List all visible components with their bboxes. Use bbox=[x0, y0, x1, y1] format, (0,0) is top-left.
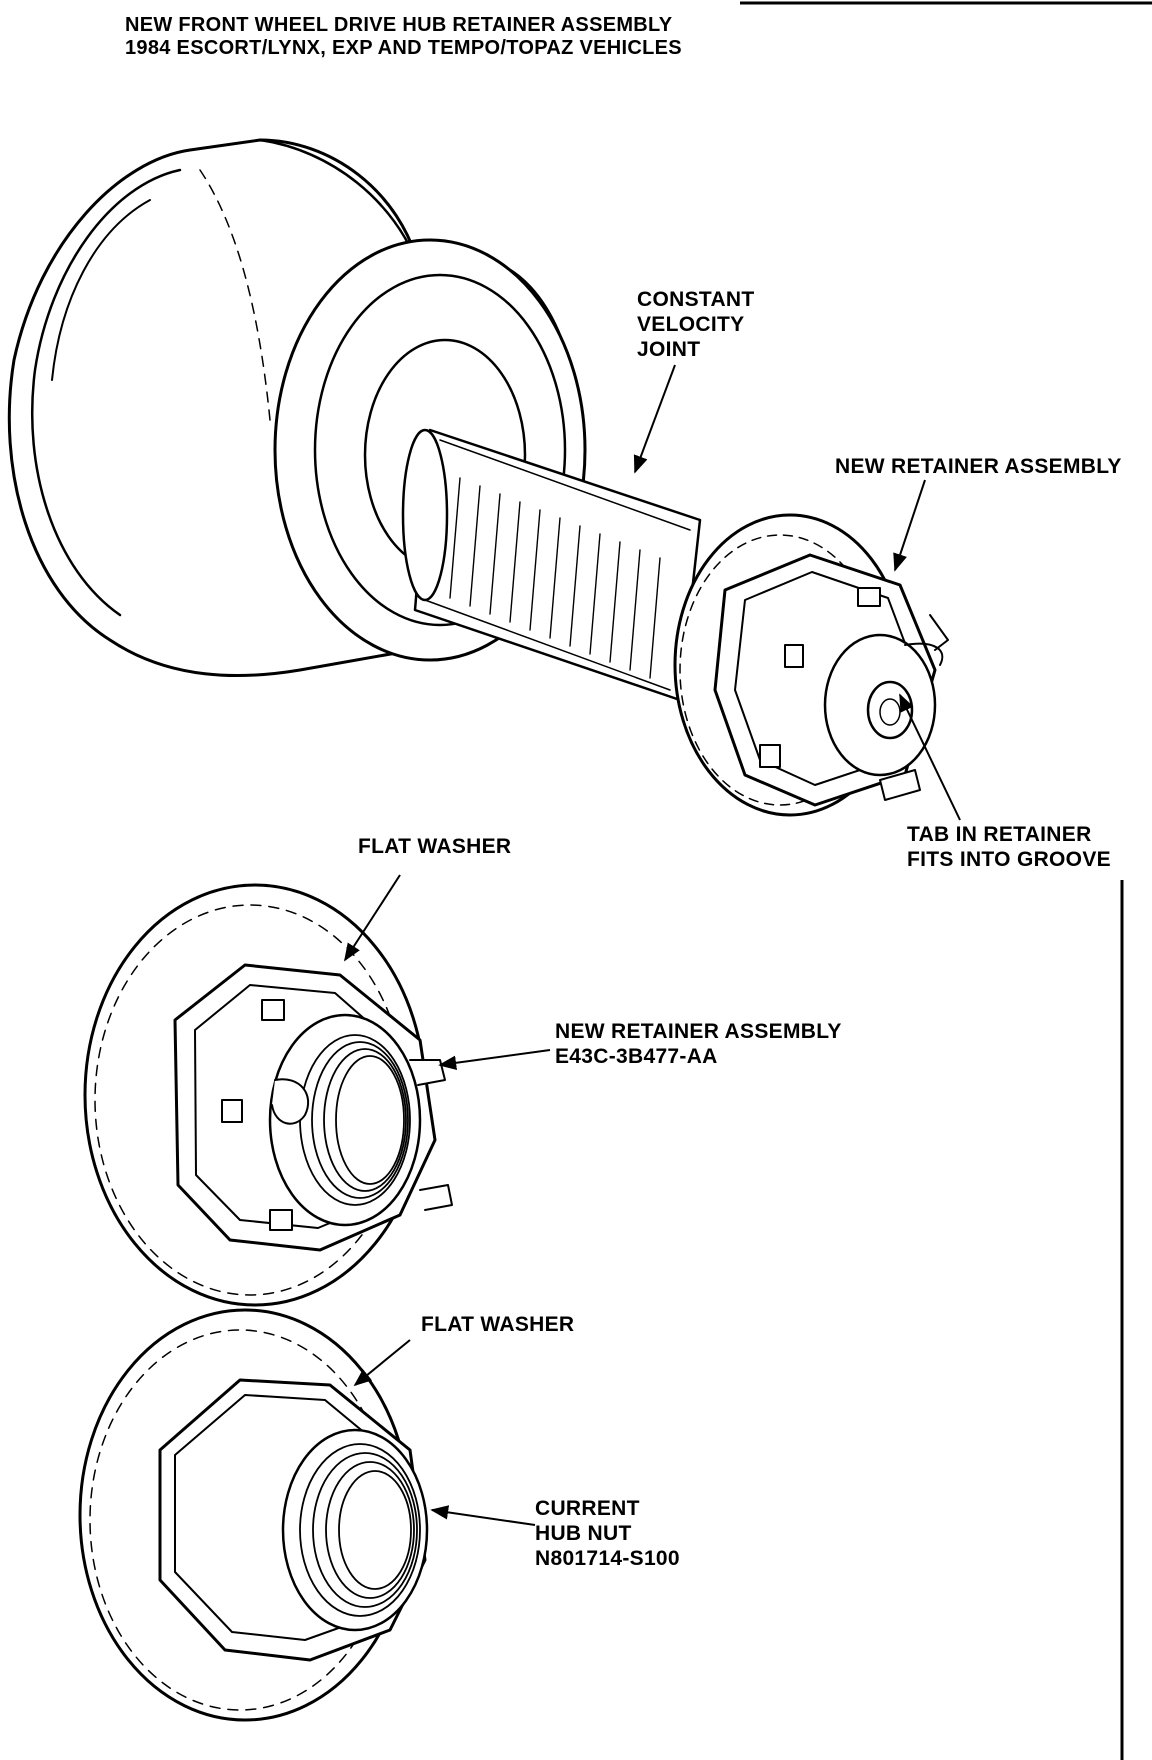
callout-hub-nut-line-3: N801714-S100 bbox=[535, 1547, 680, 1570]
callout-tab-line-2: FITS INTO GROOVE bbox=[907, 848, 1111, 871]
retainer-assembly-detail bbox=[83, 883, 453, 1307]
callout-cv-joint-line-2: VELOCITY bbox=[637, 313, 745, 336]
callout-retainer-top-line-1: NEW RETAINER ASSEMBLY bbox=[835, 455, 1122, 478]
callout-flat-washer-1: FLAT WASHER bbox=[358, 834, 511, 859]
callout-retainer-part-line-2: E43C-3B477-AA bbox=[555, 1045, 718, 1068]
leader-lines bbox=[344, 364, 961, 1526]
hub-nut-detail bbox=[78, 1308, 429, 1722]
middle-retainer-nut bbox=[173, 963, 453, 1252]
cv-joint-assembly bbox=[7, 138, 949, 817]
callout-flat-washer-2: FLAT WASHER bbox=[421, 1312, 574, 1337]
top-retainer bbox=[713, 553, 949, 807]
callout-tab-line-1: TAB IN RETAINER bbox=[907, 823, 1092, 846]
callout-cv-joint-line-3: JOINT bbox=[637, 338, 701, 361]
leader-retainer-top bbox=[893, 479, 926, 572]
leader-tab bbox=[899, 693, 961, 821]
callout-retainer-part: NEW RETAINER ASSEMBLY E43C-3B477-AA bbox=[555, 1019, 842, 1069]
callout-hub-nut-line-1: CURRENT bbox=[535, 1497, 640, 1520]
title-line-1: NEW FRONT WHEEL DRIVE HUB RETAINER ASSEM… bbox=[125, 14, 673, 36]
callout-hub-nut-line-2: HUB NUT bbox=[535, 1522, 632, 1545]
callout-cv-joint-line-1: CONSTANT bbox=[637, 288, 755, 311]
callout-retainer-part-line-1: NEW RETAINER ASSEMBLY bbox=[555, 1020, 842, 1043]
callout-hub-nut: CURRENT HUB NUT N801714-S100 bbox=[535, 1496, 680, 1571]
callout-cv-joint: CONSTANT VELOCITY JOINT bbox=[637, 287, 755, 362]
leader-hub-nut bbox=[430, 1505, 536, 1526]
callout-flat-washer-1-line-1: FLAT WASHER bbox=[358, 835, 512, 858]
bottom-hub-nut bbox=[158, 1378, 429, 1662]
leader-washer-1 bbox=[344, 874, 401, 962]
callout-tab: TAB IN RETAINER FITS INTO GROOVE bbox=[907, 822, 1111, 872]
leader-cv-joint bbox=[633, 364, 676, 474]
leader-washer-2 bbox=[353, 1339, 411, 1387]
callout-retainer-top: NEW RETAINER ASSEMBLY bbox=[835, 454, 1122, 479]
title-line-2: 1984 ESCORT/LYNX, EXP AND TEMPO/TOPAZ VE… bbox=[125, 37, 682, 59]
diagram-title: NEW FRONT WHEEL DRIVE HUB RETAINER ASSEM… bbox=[125, 14, 682, 60]
page-border bbox=[740, 1, 1152, 1760]
leader-retainer-part bbox=[438, 1049, 551, 1070]
callout-flat-washer-2-line-1: FLAT WASHER bbox=[421, 1313, 575, 1336]
splined-shaft bbox=[401, 428, 702, 702]
